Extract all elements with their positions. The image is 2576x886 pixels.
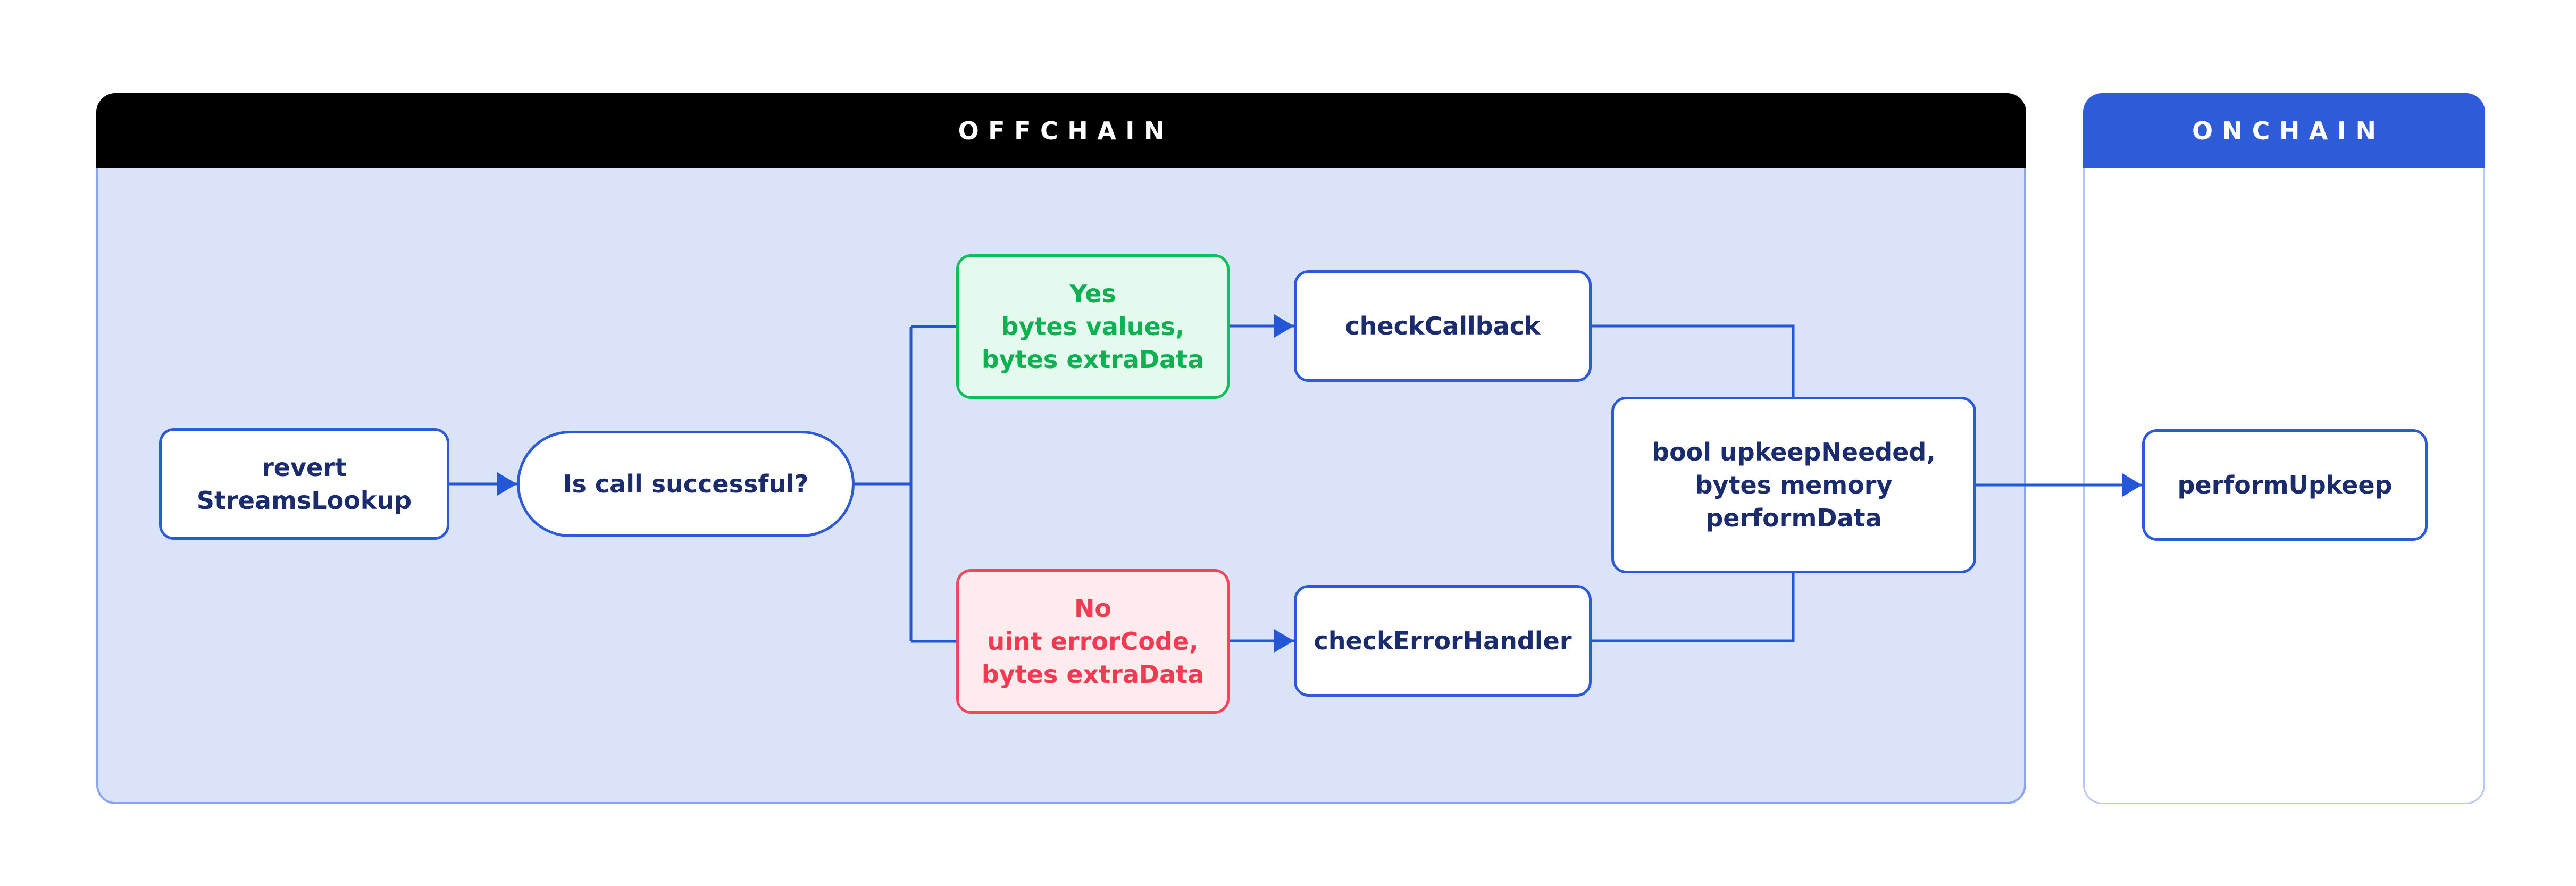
node-label-line: checkErrorHandler (1314, 626, 1572, 655)
node-output-performdata: bool upkeepNeeded, bytes memory performD… (1611, 397, 1976, 573)
node-yes-branch: Yes bytes values, bytes extraData (956, 254, 1230, 399)
node-label-line: revert (262, 453, 347, 482)
node-label-line: checkCallback (1345, 312, 1541, 340)
node-label-line: performUpkeep (2177, 471, 2393, 499)
node-label-line: StreamsLookup (196, 486, 412, 515)
node-label-line: uint errorCode, (987, 627, 1199, 656)
offchain-title: OFFCHAIN (958, 116, 1174, 145)
node-label-line: performData (1705, 504, 1882, 532)
node-label-line: bytes memory (1695, 471, 1893, 499)
node-label-line: No (1074, 594, 1112, 623)
onchain-header: ONCHAIN (2083, 93, 2485, 168)
node-decision: Is call successful? (517, 431, 855, 537)
node-revert-streamslookup: revert StreamsLookup (159, 428, 449, 540)
node-label-line: bytes values, (1001, 312, 1185, 341)
node-perform-upkeep: performUpkeep (2142, 429, 2428, 541)
connector-checkcallback-to-output (1592, 324, 1795, 397)
offchain-header: OFFCHAIN (96, 93, 2026, 168)
node-label-line: bool upkeepNeeded, (1652, 438, 1936, 466)
node-label-line: bytes extraData (981, 660, 1205, 689)
node-label-line: bytes extraData (981, 345, 1205, 374)
node-label-line: Yes (1069, 279, 1116, 308)
node-check-callback: checkCallback (1294, 270, 1592, 382)
node-check-error-handler: checkErrorHandler (1294, 585, 1592, 697)
connector-checkerrorhandler-to-output (1592, 573, 1795, 642)
onchain-title: ONCHAIN (2192, 116, 2386, 145)
node-label-line: Is call successful? (563, 470, 809, 498)
node-no-branch: No uint errorCode, bytes extraData (956, 569, 1230, 714)
